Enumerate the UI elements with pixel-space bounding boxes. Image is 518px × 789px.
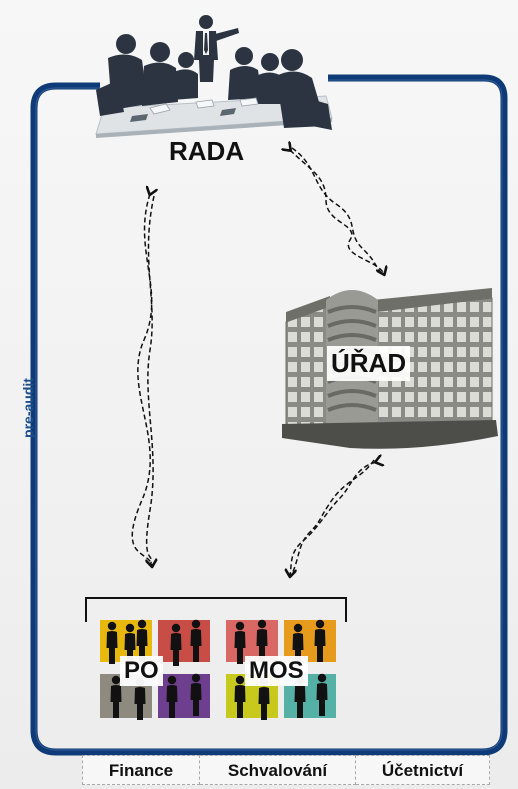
group-bracket [85, 597, 347, 622]
pre-audit-label: pre-audit [20, 378, 36, 438]
mos-label: MOS [245, 656, 308, 686]
tab-ucetnictvi: Účetnictví [356, 755, 490, 785]
connector-arrows [131, 148, 384, 576]
boardroom-meeting-icon [95, 15, 333, 138]
urad-label: ÚŘAD [327, 346, 411, 381]
people-silhouette-icon [100, 619, 336, 720]
rada-label: RADA [169, 136, 245, 166]
process-tabs: Finance Schvalování Účetnictví [82, 755, 490, 787]
tab-finance: Finance [82, 755, 200, 785]
tab-schvalovani: Schvalování [200, 755, 356, 785]
po-label: PO [120, 656, 163, 686]
